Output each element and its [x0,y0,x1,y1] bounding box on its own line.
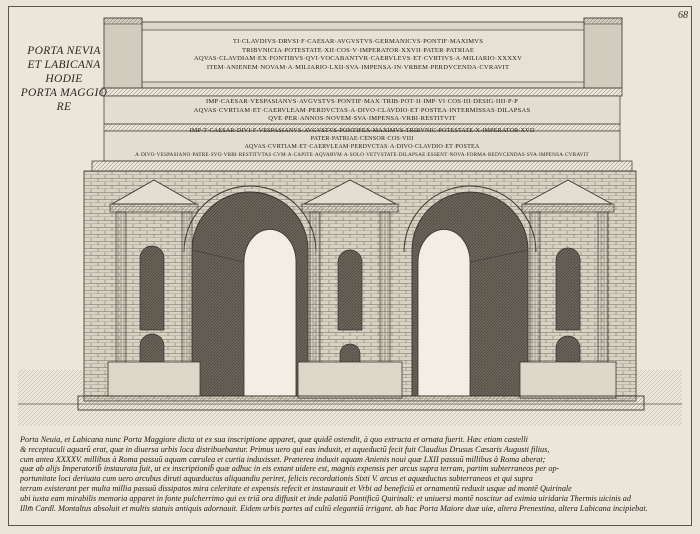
caption-line: Illm̄ Cardl. Montaltus absoluit et multi… [20,503,648,513]
title-line: ET LABICANA [27,59,101,71]
caption-line: portunitate loci deriuata cum uero arcub… [20,474,533,484]
caption-line: terram existerant per multa millia passu… [20,483,572,493]
inscription-line: PATER·PATRIAE·CENSOR·COS·VIII [310,136,414,142]
aedicula-right [519,179,617,399]
caption-text: Porta Neuia, et Labicana nunc Porta Magg… [20,435,682,513]
inscription-line: IMP·CAESAR·VESPASIANVS·AVGVSTVS·PONTIF·M… [205,98,519,105]
inscription-line: AQVAS·CVRTIAM·ET·CAERVLEAM·PERDVCTAS·A·D… [193,106,531,114]
inscription-middle: IMP·CAESAR·VESPASIANVS·AVGVSTVS·PONTIF·M… [108,98,616,124]
caption-line: Porta Neuia, et Labicana nunc Porta Magg… [20,435,528,444]
inscription-line: AQVAS·CVRTIAM·ET·CAERVLEAM·PERDVCTAS·A·D… [244,144,480,150]
title-line: PORTA MAGGIO [20,87,108,99]
title-line: RE [56,101,72,113]
arch-left [183,185,317,397]
lower-band [91,130,633,172]
inscription-line: TRIBVNICIA·POTESTATE·XII·COS·V·IMPERATOR… [241,46,475,54]
inscription-line: IMP·T·CAESAR·DIVI·F·VESPASIANVS·AVGVSTVS… [189,128,535,134]
aedicula-left [107,179,201,397]
inscription-top: TI·CLAVDIVS·DRVSI·F·CAESAR·AVGVSTVS·GERM… [130,38,586,72]
inscription-line: TI·CLAVDIVS·DRVSI·F·CAESAR·AVGVSTVS·GERM… [232,38,484,45]
caption-line: cum antea XXXXV. millibus à Roma passuū … [20,454,546,464]
middle-band [103,95,621,132]
caption-line: & receptaculi aquarū erat, quæ in diuers… [20,444,550,454]
page-number: 68 [678,10,688,21]
inscription-line: AQVAS·CLAVDIAM·EX·FONTIBVS·QVI·VOCABANTV… [193,55,523,62]
aedicula-center [297,179,403,399]
inscription-line: QVE·PER·ANNOS·NOVEM·SVA·IMPENSA·VRBI·RES… [268,115,456,122]
caption-line: quæ ab alijs Imperatorib̄ instaurata fui… [20,464,560,474]
plinth [77,395,645,411]
title-line: PORTA NEVIA [27,45,101,57]
gate-title: PORTA NEVIA ET LABICANA HODIE PORTA MAGG… [20,44,108,114]
attic [101,17,623,97]
inscription-line: A·DIVO·VESPASIANO·PATRE·SVO·VRBI·RESTITV… [135,152,589,158]
inscription-bottom: IMP·T·CAESAR·DIVI·F·VESPASIANVS·AVGVSTVS… [108,127,616,159]
inscription-line: ITEM·ANIENEM·NOVAM·A·MILIARIO·LXII·SVA·I… [206,63,510,71]
title-line: HODIE [45,73,83,85]
arch-right [403,185,537,397]
caption-line: ubi iuxta eam mirabilis memoria apparet … [20,493,631,503]
